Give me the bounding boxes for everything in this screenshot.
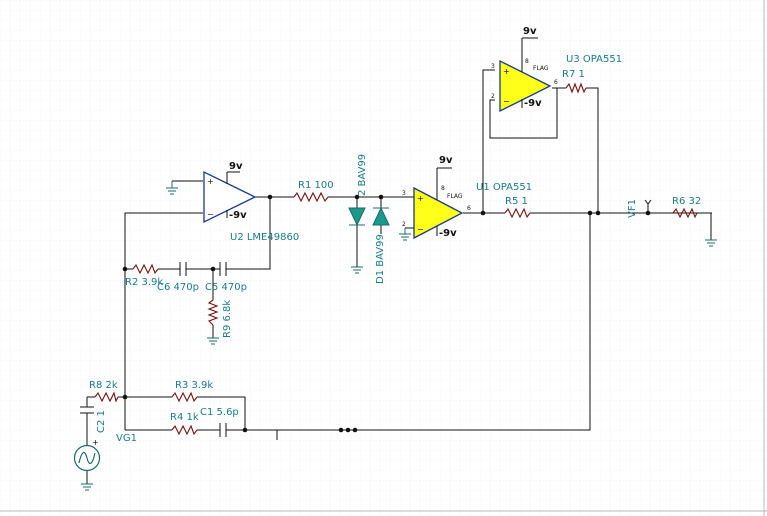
resistor-r8[interactable]: [94, 391, 119, 403]
d1-label: D1 BAV99: [375, 234, 386, 284]
resistor-r1[interactable]: [293, 191, 329, 203]
ground-u1-minus: [399, 228, 411, 241]
opamp-u3[interactable]: + − 3 2 6 8 FLAG 9v -9v U3 OPA551: [491, 26, 622, 113]
u3-flag: FLAG: [533, 65, 549, 72]
u1-label: U1 OPA551: [476, 182, 532, 193]
capacitor-c1[interactable]: [219, 423, 227, 437]
r9-label: R9 6.8k: [222, 300, 233, 338]
resistor-r5[interactable]: [504, 207, 531, 219]
u3-supply-neg: -9v: [524, 98, 542, 109]
junction-dots: [122, 194, 651, 433]
capacitor-c2[interactable]: [80, 406, 94, 414]
opamp-u2[interactable]: + − 9v -9v U2 LME49860: [203, 161, 299, 243]
capacitor-c5[interactable]: [219, 262, 227, 276]
u1-supply-pos: 9v: [439, 155, 453, 166]
voltage-probe-vf1[interactable]: [644, 199, 652, 213]
u2-supply-neg: -9v: [229, 210, 247, 221]
resistors: R1 100 R2 3.9k R3 3.9k R4 1k R5 1 R6 32 …: [89, 69, 701, 436]
ground-r9: [207, 337, 219, 345]
u3-pin-minus: 2: [491, 93, 495, 100]
r1-label: R1 100: [298, 180, 334, 191]
vg1-label: VG1: [116, 433, 137, 444]
svg-text:+: +: [92, 438, 99, 447]
r7-label: R7 1: [562, 69, 585, 80]
c1-label: C1 5.6p: [200, 407, 239, 418]
svg-text:+: +: [207, 177, 214, 186]
diodes: 2 BAV99 D1 BAV99: [348, 154, 390, 284]
u3-label: U3 OPA551: [566, 54, 622, 65]
u1-flag: FLAG: [447, 193, 463, 200]
ground-r6: [705, 239, 717, 247]
ground-d2: [351, 266, 363, 274]
svg-text:+: +: [503, 67, 510, 76]
c5-label: C5 470p: [205, 282, 247, 293]
svg-text:−: −: [417, 225, 424, 234]
u1-pin-out: 6: [467, 205, 471, 212]
capacitors: C6 470p C5 470p C1 5.6p C2 1: [80, 262, 247, 437]
r3-label: R3 3.9k: [175, 380, 213, 391]
r4-label: R4 1k: [170, 412, 199, 423]
u3-supply-pos: 9v: [523, 26, 537, 37]
r8-label: R8 2k: [89, 380, 118, 391]
opamp-u1[interactable]: + − 3 2 6 8 FLAG 9v -9v U1 OPA551: [402, 155, 532, 240]
diode-d2[interactable]: [348, 207, 366, 227]
u1-pin-flag: 8: [441, 185, 445, 192]
wires: [86, 69, 712, 484]
resistor-r6[interactable]: [672, 207, 698, 219]
svg-text:−: −: [503, 97, 510, 106]
capacitor-c6[interactable]: [179, 262, 187, 276]
svg-text:+: +: [417, 194, 424, 203]
u3-pin-flag: 8: [525, 58, 529, 65]
u2-label: U2 LME49860: [230, 232, 299, 243]
r5-label: R5 1: [505, 196, 528, 207]
voltage-source-vg1[interactable]: +: [73, 438, 101, 472]
ground-symbols: [81, 181, 717, 491]
u1-pin-plus: 3: [402, 190, 406, 197]
ground-u2-plus: [166, 181, 178, 195]
r2-label: R2 3.9k: [125, 277, 163, 288]
u2-supply-pos: 9v: [229, 161, 243, 172]
svg-text:−: −: [207, 210, 214, 219]
resistor-r4[interactable]: [171, 424, 198, 436]
c2-label: C2 1: [96, 410, 107, 433]
d2-label: 2 BAV99: [357, 154, 368, 196]
r6-label: R6 32: [672, 196, 701, 207]
resistor-r9[interactable]: [207, 299, 219, 326]
diode-d1[interactable]: [372, 206, 390, 226]
vf1-label: VF1: [627, 199, 638, 218]
u3-pin-out: 6: [554, 79, 558, 86]
ground-vg1: [81, 483, 93, 491]
c6-label: C6 470p: [157, 282, 199, 293]
u1-pin-minus: 2: [402, 221, 406, 228]
resistor-r2[interactable]: [132, 263, 159, 275]
resistor-r3[interactable]: [171, 391, 198, 403]
u3-pin-plus: 3: [491, 63, 495, 70]
resistor-r7[interactable]: [565, 82, 587, 94]
u1-supply-neg: -9v: [439, 228, 457, 239]
